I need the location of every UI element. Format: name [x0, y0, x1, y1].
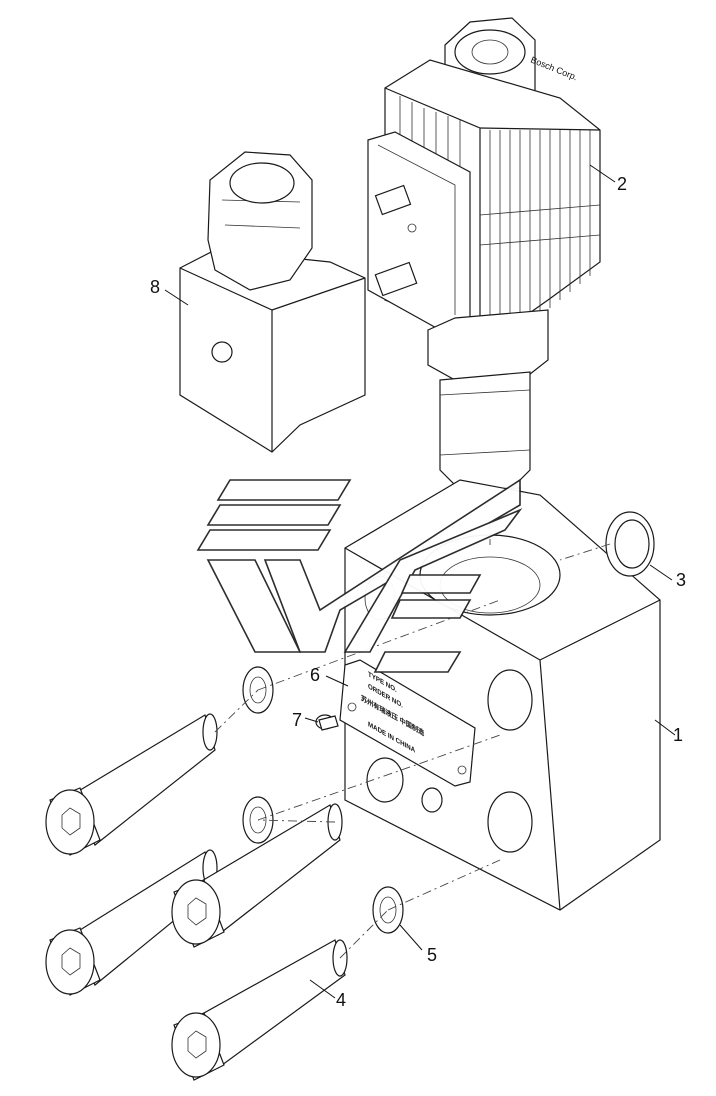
screw-3 — [171, 803, 343, 948]
screw-4 — [171, 939, 348, 1081]
part-4-screws — [45, 713, 348, 1081]
watermark-logo — [196, 478, 523, 673]
screw-1 — [45, 713, 218, 856]
callout-2: 2 — [617, 174, 627, 194]
callout-5: 5 — [427, 945, 437, 965]
leader-lines — [164, 164, 676, 999]
part-2-solenoid-coil: Bosch Corp. — [367, 17, 601, 521]
part-8-plug-connector — [179, 151, 366, 453]
part-7-rivet — [315, 714, 339, 731]
coil-brand-text: Bosch Corp. — [529, 55, 579, 83]
callout-3: 3 — [676, 570, 686, 590]
callout-6: 6 — [310, 665, 320, 685]
callout-7: 7 — [292, 710, 302, 730]
callout-labels: 2 8 3 6 7 1 5 4 — [150, 174, 686, 1010]
callout-8: 8 — [150, 277, 160, 297]
callout-4: 4 — [336, 990, 346, 1010]
part-3-o-ring — [605, 511, 655, 577]
callout-1: 1 — [673, 725, 683, 745]
part-6-nameplate: TYPE NO. ORDER NO. 苏州有瑞液压 中国制造 MADE IN C… — [339, 659, 476, 787]
